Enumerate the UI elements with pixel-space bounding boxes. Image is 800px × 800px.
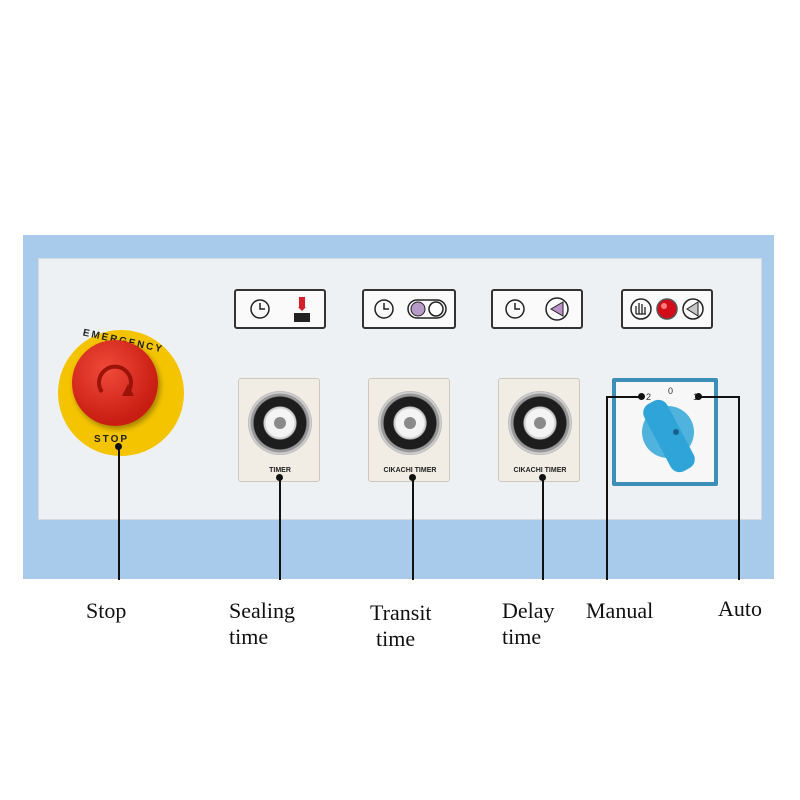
- clock-icon: [505, 299, 525, 319]
- callout-line-manual-h: [607, 396, 640, 398]
- callout-line-manual-v: [606, 396, 608, 580]
- red-lamp-icon: [656, 298, 678, 320]
- triangle-left-icon: [682, 298, 704, 320]
- timer-brand-label: CIKACHI TIMER: [383, 467, 437, 474]
- callout-dot-sealing: [276, 474, 283, 481]
- sealing-jaw-icon: [294, 297, 310, 322]
- selector-position-off: 0: [668, 386, 674, 396]
- callout-dot-manual: [638, 393, 645, 400]
- callout-line-stop: [118, 447, 120, 580]
- timer-knob[interactable]: [404, 417, 416, 429]
- timer-dial[interactable]: [508, 391, 572, 455]
- callout-dot-auto: [695, 393, 702, 400]
- mode-selector-switch[interactable]: [612, 378, 718, 486]
- callout-dot-transit: [409, 474, 416, 481]
- delay-timer[interactable]: CIKACHI TIMER: [498, 378, 580, 482]
- timer-knob[interactable]: [274, 417, 286, 429]
- conveyor-roller-icon: [407, 299, 447, 319]
- selector-position-manual: 2: [646, 392, 652, 402]
- emergency-stop-button[interactable]: [72, 340, 158, 426]
- indicator-box-delay: [491, 289, 583, 329]
- callout-dot-stop: [115, 443, 122, 450]
- clock-icon: [374, 299, 394, 319]
- caption-transit-time: Transit time: [370, 600, 432, 651]
- timer-brand-label: CIKACHI TIMER: [513, 467, 567, 474]
- hand-icon: [630, 298, 652, 320]
- clock-icon: [250, 299, 270, 319]
- indicator-box-mode: [621, 289, 713, 329]
- emergency-stop-label: STOP: [94, 434, 130, 445]
- callout-line-delay: [542, 478, 544, 580]
- caption-auto: Auto: [718, 596, 762, 621]
- callout-dot-delay: [539, 474, 546, 481]
- rotate-arrow-icon: [97, 364, 133, 394]
- transit-timer[interactable]: CIKACHI TIMER: [368, 378, 450, 482]
- timer-knob[interactable]: [534, 417, 546, 429]
- callout-line-sealing: [279, 478, 281, 580]
- caption-sealing-time: Sealing time: [229, 598, 295, 649]
- callout-line-auto-h: [700, 396, 739, 398]
- timer-dial[interactable]: [378, 391, 442, 455]
- selector-knob: [642, 399, 695, 473]
- caption-stop: Stop: [86, 598, 127, 623]
- triangle-left-icon: [545, 297, 569, 321]
- timer-brand-label: TIMER: [269, 467, 291, 474]
- caption-delay-time: Delay time: [502, 598, 555, 649]
- indicator-box-sealing: [234, 289, 326, 329]
- callout-line-auto-v: [738, 396, 740, 580]
- caption-manual: Manual: [586, 598, 654, 623]
- timer-dial[interactable]: [248, 391, 312, 455]
- sealing-timer[interactable]: TIMER: [238, 378, 320, 482]
- indicator-box-transit: [362, 289, 456, 329]
- callout-line-transit: [412, 478, 414, 580]
